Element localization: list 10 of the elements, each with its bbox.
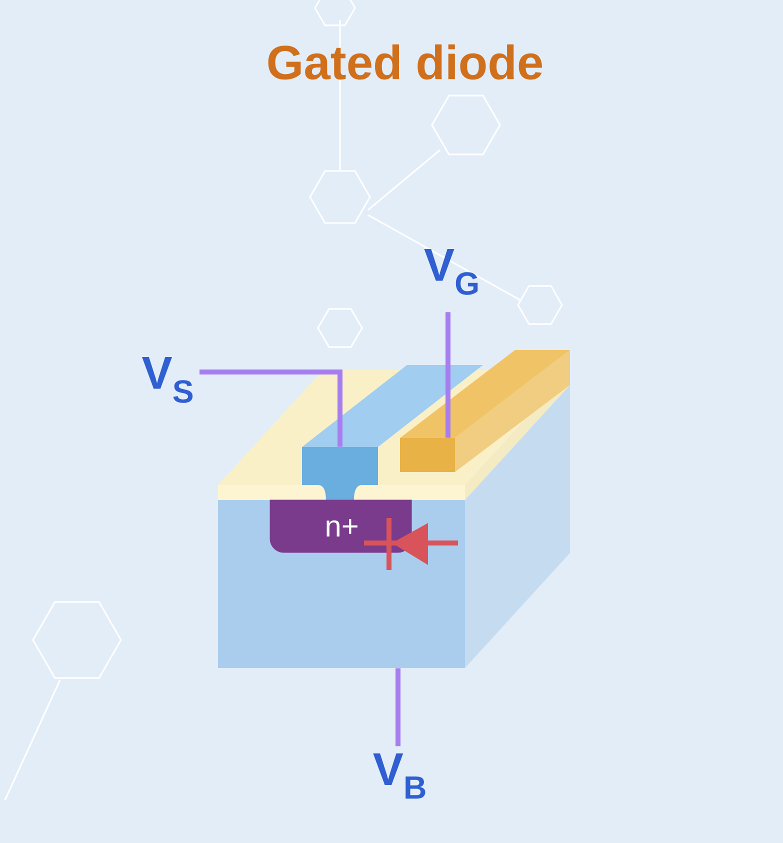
terminal-wire bbox=[200, 370, 342, 447]
terminal-wire bbox=[396, 668, 400, 746]
terminal-label: V$_{B}$ bbox=[373, 753, 426, 799]
gate-bar bbox=[400, 350, 570, 472]
terminal-wire bbox=[446, 312, 450, 438]
terminal-label: V$_{G}$ bbox=[424, 249, 478, 295]
terminal-label: V$_{S}$ bbox=[142, 357, 193, 403]
title: Gated diode bbox=[268, 44, 542, 80]
n-plus-region: n+ bbox=[270, 500, 412, 553]
source-contact bbox=[302, 447, 378, 500]
